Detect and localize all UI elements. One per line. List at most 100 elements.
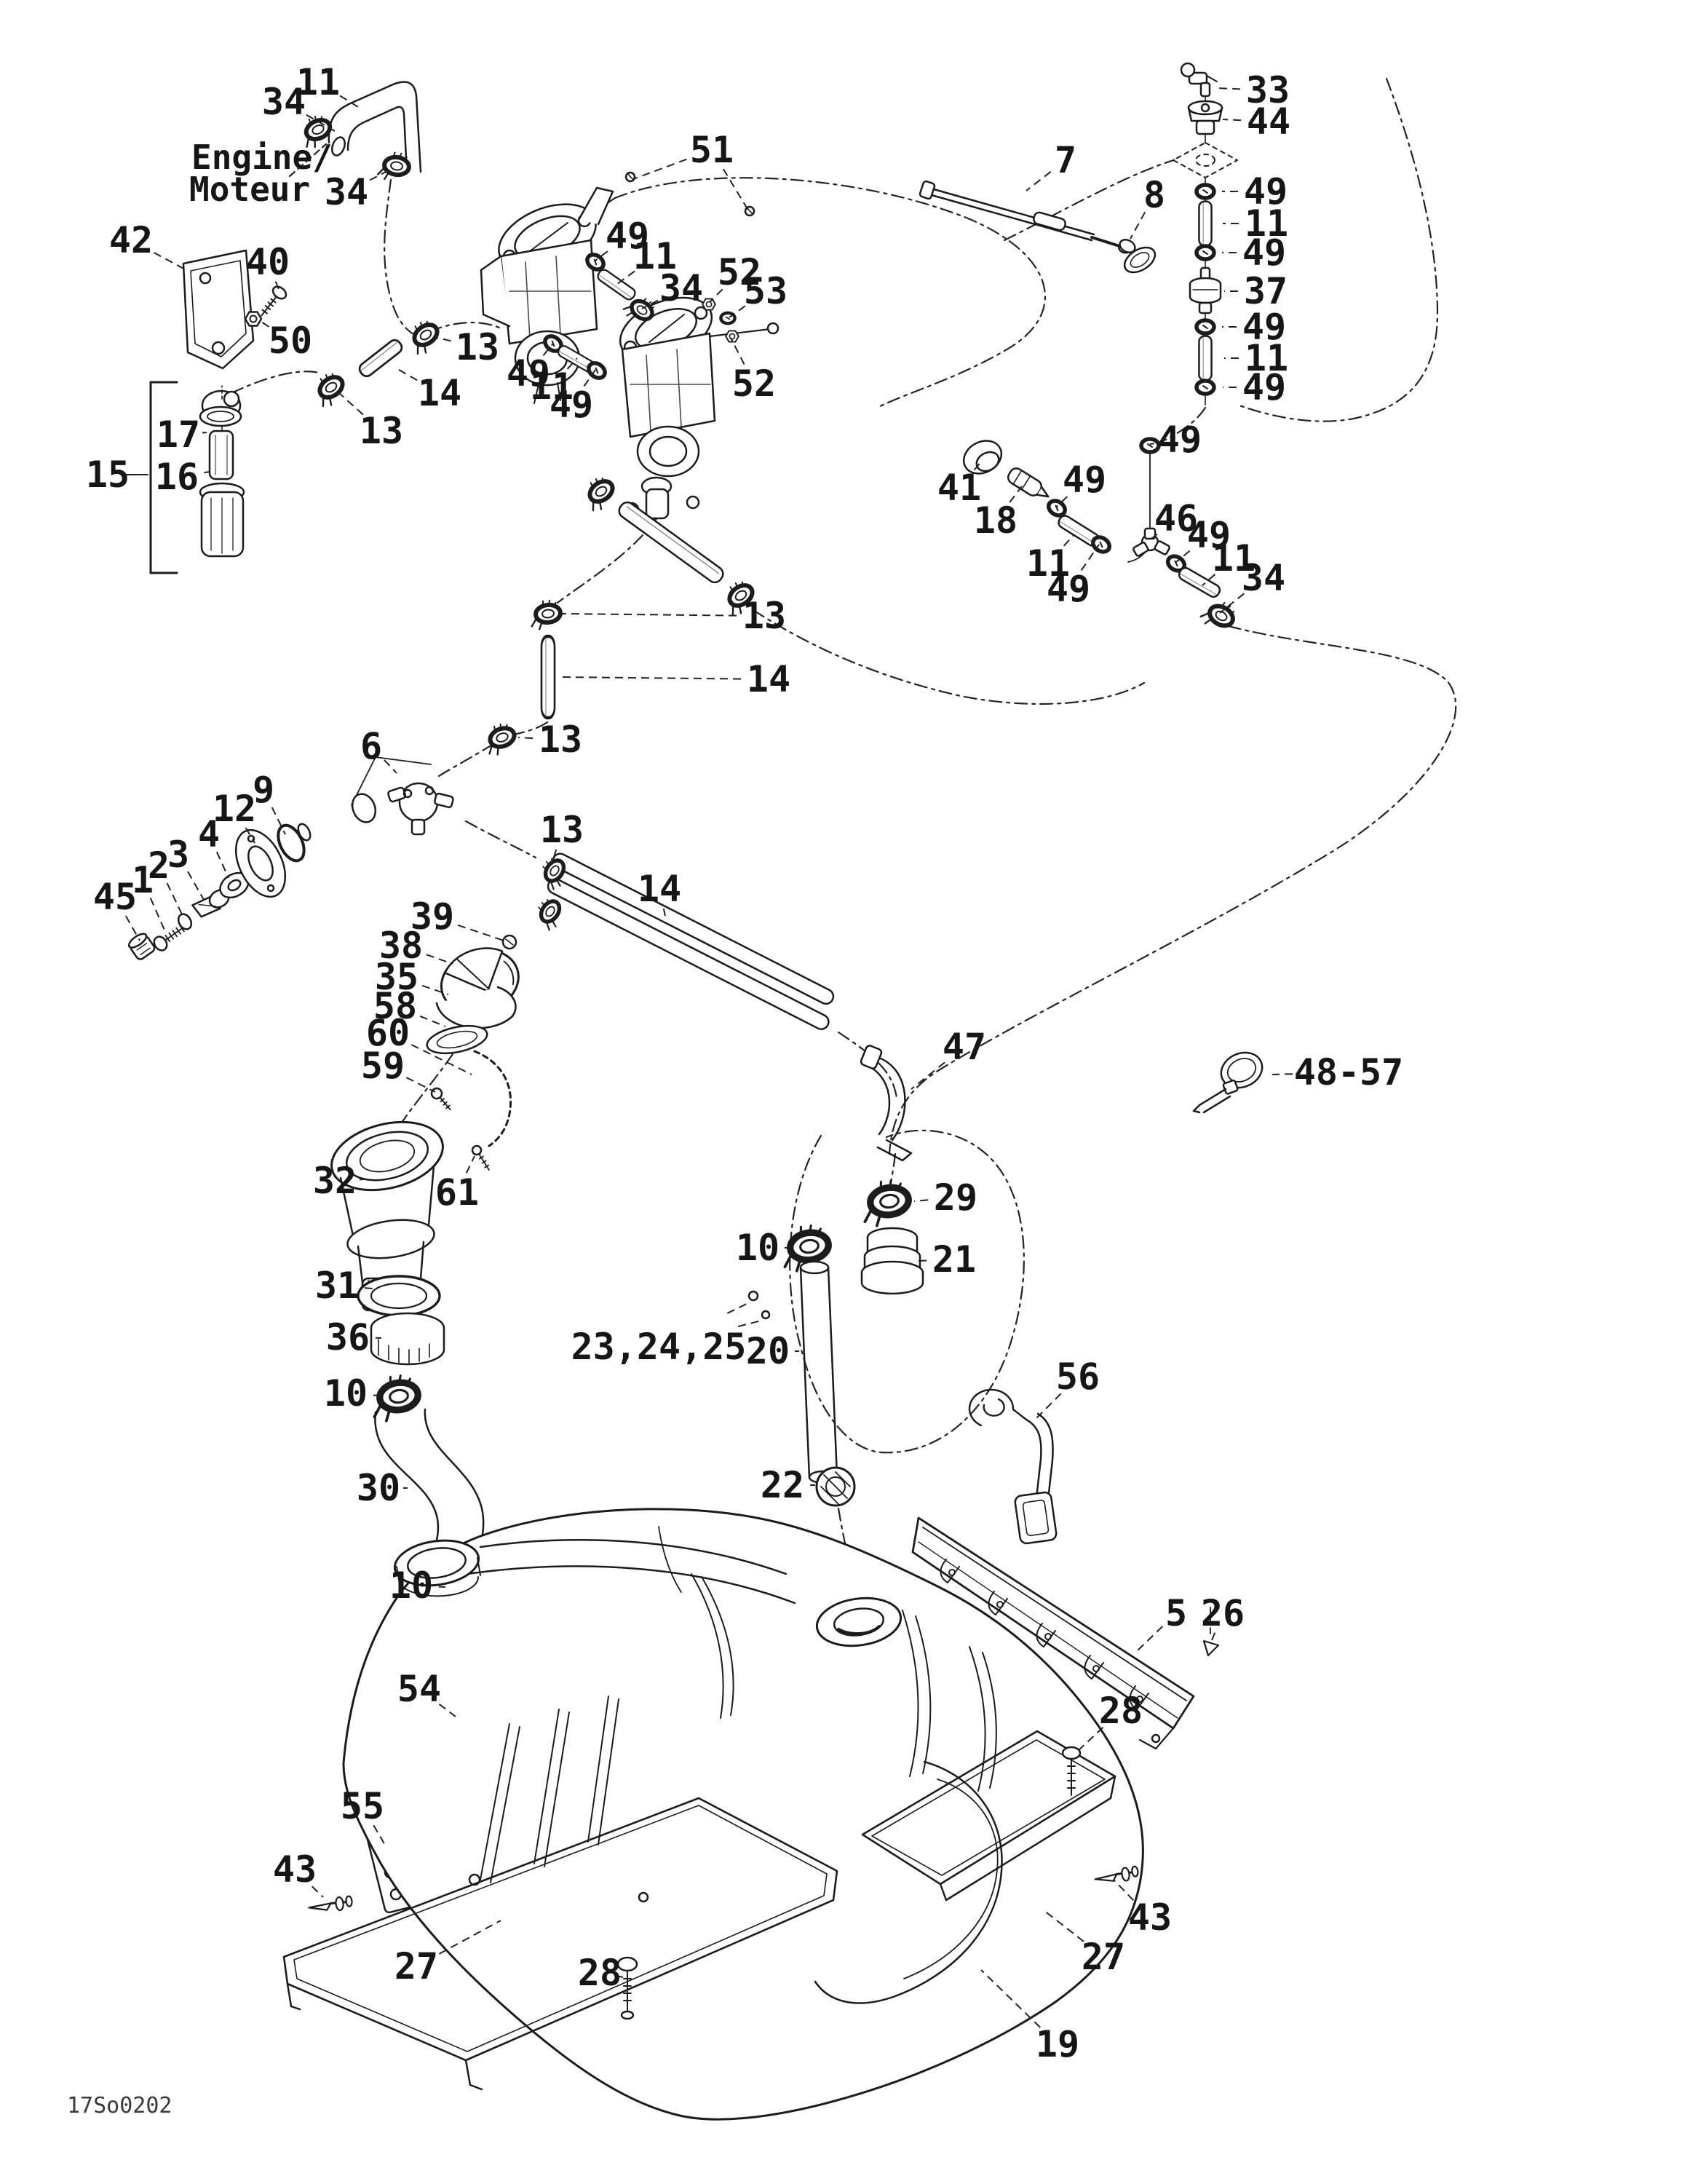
leader-line [632, 158, 687, 180]
callout-5: 5 [1165, 1592, 1187, 1634]
leader-line [419, 1015, 446, 1027]
leader-line [410, 1044, 472, 1075]
callout-43: 43 [273, 1848, 317, 1891]
callout-34: 34 [325, 171, 368, 213]
leader-line [124, 915, 140, 941]
callout-40: 40 [246, 241, 290, 283]
callout-49: 49 [550, 384, 593, 426]
engine-label-en: Engine/ [191, 138, 333, 177]
callout-6: 6 [360, 725, 382, 767]
base-plate-right [861, 1730, 1142, 1902]
leader-line [394, 367, 418, 381]
leader-line [1149, 443, 1155, 445]
lock-collar-36 [370, 1312, 445, 1366]
leader-line [616, 270, 635, 285]
callout-50: 50 [269, 320, 312, 362]
callout-49: 49 [1187, 514, 1231, 556]
leader-line [426, 954, 453, 965]
callout-12: 12 [213, 788, 256, 830]
callout-11: 11 [296, 61, 340, 103]
callout-27: 27 [1082, 1936, 1125, 1978]
leader-line [913, 1199, 929, 1202]
callout-60: 60 [366, 1012, 410, 1054]
callout-29: 29 [934, 1176, 977, 1219]
leader-line [722, 168, 750, 213]
callout-41: 41 [937, 467, 981, 509]
callout-28: 28 [578, 1952, 622, 1994]
callout-9: 9 [253, 769, 274, 811]
leader-line [187, 871, 205, 901]
throttle-cable-7 [919, 180, 1132, 254]
carburetor-left [480, 186, 614, 404]
leader-line [306, 114, 336, 132]
leader-line [1151, 533, 1158, 539]
leader-line [1175, 550, 1191, 563]
callout-2: 2 [148, 844, 170, 887]
callout-43: 43 [1128, 1896, 1172, 1939]
fuel-cap-group [426, 934, 520, 1171]
leader-line [737, 1320, 762, 1328]
leader-line [566, 357, 578, 370]
seal-ring-31 [357, 1275, 441, 1317]
leader-line [561, 613, 737, 617]
vent-hook-47 [860, 1045, 913, 1162]
callout-49: 49 [1047, 568, 1090, 610]
leader-line [1076, 1726, 1104, 1752]
leader-line [1216, 87, 1241, 90]
callout-30: 30 [357, 1467, 400, 1509]
callout-52: 52 [718, 251, 761, 293]
leader-line [373, 1824, 386, 1847]
callout-23,24,25: 23,24,25 [571, 1326, 747, 1368]
leader-line [245, 827, 255, 844]
leader-line [542, 343, 554, 357]
callout-11: 11 [1245, 337, 1288, 379]
callout-38: 38 [379, 925, 423, 967]
leader-line [583, 369, 596, 387]
callout-14: 14 [747, 658, 790, 700]
callout-34: 34 [659, 267, 703, 309]
leader-line [421, 984, 449, 995]
callout-48-57: 48-57 [1294, 1051, 1404, 1093]
leader-line [338, 392, 364, 416]
engine-label-fr: Moteur [189, 170, 310, 209]
callout-42: 42 [109, 219, 153, 261]
leader-line [1036, 1393, 1062, 1419]
leader-line [911, 1061, 945, 1090]
callout-59: 59 [361, 1045, 405, 1087]
callout-11: 11 [1212, 537, 1255, 579]
callout-15: 15 [86, 454, 130, 496]
callout-37: 37 [1244, 270, 1288, 312]
fuel-tank [342, 1508, 1144, 2121]
leader-line [662, 908, 666, 917]
callout-31: 31 [315, 1265, 359, 1307]
callout-36: 36 [326, 1316, 370, 1358]
callout-11: 11 [1026, 542, 1070, 585]
callout-22: 22 [761, 1464, 804, 1506]
callout-34: 34 [262, 81, 306, 123]
hose-clamp-10-upper [369, 1374, 421, 1423]
callout-49: 49 [1242, 306, 1286, 348]
base-plate-left [282, 1797, 838, 2091]
callout-13: 13 [742, 595, 786, 637]
leader-line [710, 288, 723, 302]
callout-28: 28 [1099, 1690, 1143, 1732]
leader-line [918, 1259, 927, 1262]
callout-49: 49 [606, 215, 649, 257]
callout-21: 21 [932, 1238, 976, 1281]
leader-line [1113, 1879, 1135, 1902]
callout-8: 8 [1143, 174, 1165, 216]
leader-line [1009, 486, 1023, 503]
callout-7: 7 [1055, 139, 1076, 181]
nut-50 [244, 311, 263, 327]
leader-line [726, 1302, 749, 1314]
callout-49: 49 [1244, 170, 1288, 213]
leader-line [149, 897, 167, 934]
callout-13: 13 [539, 719, 582, 761]
callout-44: 44 [1247, 100, 1290, 143]
fuel-sender-group [127, 823, 312, 960]
callout-61: 61 [435, 1171, 479, 1214]
callout-49: 49 [1242, 232, 1286, 274]
leader-line [1136, 1626, 1163, 1652]
callout-14: 14 [638, 868, 681, 910]
leader-line [1130, 211, 1146, 240]
